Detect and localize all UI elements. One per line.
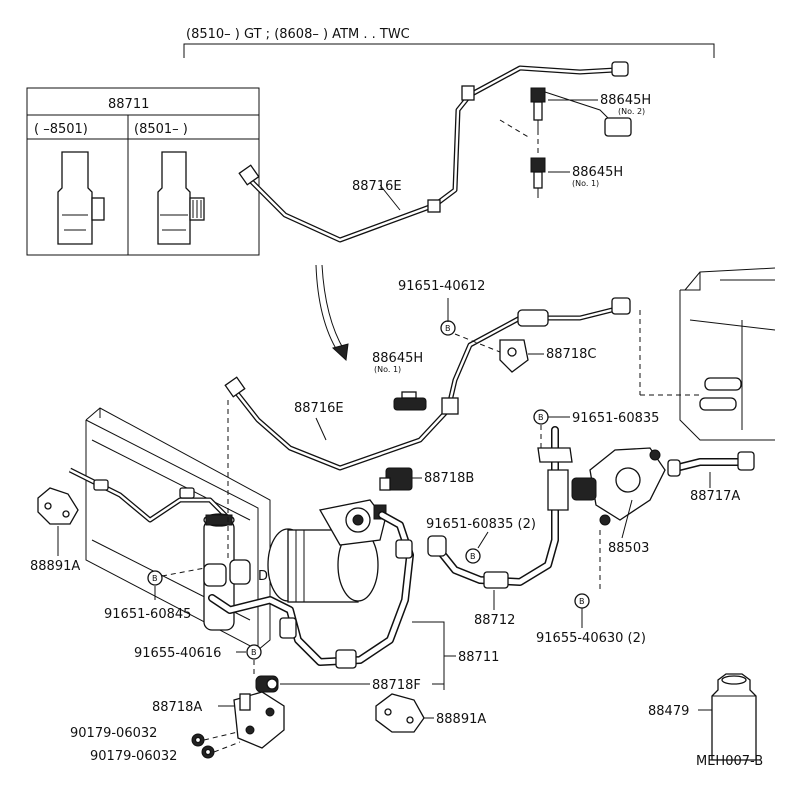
label-88891A-left: 88891A xyxy=(30,559,80,574)
inset-col1-range: ( –8501) xyxy=(34,122,88,137)
label-91655-40616: 91655-40616 xyxy=(134,646,221,661)
valve-88503 xyxy=(571,447,666,590)
bracket-88718A xyxy=(233,691,285,749)
inset-box xyxy=(26,87,260,256)
transition-arrow xyxy=(315,264,349,362)
dash-40612 xyxy=(454,333,501,353)
bracket-88711 xyxy=(412,621,445,690)
label-88716E-top: 88716E xyxy=(352,179,402,194)
header-note: (8510– ) GT ; (8608– ) ATM . . TWC xyxy=(186,27,410,42)
upper-pipe-88716E xyxy=(238,61,629,243)
inset-col2-range: (8501– ) xyxy=(134,122,188,137)
sensor-88645H-no1-low xyxy=(393,391,427,411)
label-88717A: 88717A xyxy=(690,489,740,504)
compressor xyxy=(267,499,387,603)
label-88718C: 88718C xyxy=(546,347,596,362)
bolt-b-40616 xyxy=(246,644,262,660)
bracket-88891A-low xyxy=(375,693,425,733)
leader-88716E-low xyxy=(315,417,327,441)
clamp-88718C xyxy=(499,339,529,373)
label-88712: 88712 xyxy=(474,613,515,628)
label-88645H-no1-sub: (No. 1) xyxy=(572,179,599,188)
fitting-left-b xyxy=(229,559,251,585)
clamp-88718F xyxy=(255,675,279,693)
hose-88717A xyxy=(667,451,755,477)
bolt-b-60835-mid xyxy=(465,548,481,564)
lower-pipe-88716E xyxy=(224,297,631,471)
bracket-88891A-left xyxy=(37,487,79,525)
part-88479 xyxy=(711,673,757,761)
leader-88503 xyxy=(621,499,633,539)
dash-60845 xyxy=(161,567,206,577)
bolt-b-40612-letter: B xyxy=(445,324,451,333)
label-88479: 88479 xyxy=(648,704,689,719)
label-91651-40612: 91651-40612 xyxy=(398,279,485,294)
inset-fitting-right xyxy=(157,151,205,245)
label-88645H-no2-sub: (No. 2) xyxy=(618,107,645,116)
heater-unit xyxy=(639,267,776,441)
bolt-b-60835-mid-letter: B xyxy=(470,552,476,561)
bolt-b-40630-letter: B xyxy=(579,597,585,606)
label-88503: 88503 xyxy=(608,541,649,556)
label-88645H-no1: 88645H xyxy=(572,165,623,180)
label-88718A: 88718A xyxy=(152,700,202,715)
bolt-b-60845-letter: B xyxy=(152,574,158,583)
label-88645H-low-sub: (No. 1) xyxy=(374,365,401,374)
label-88718F: 88718F xyxy=(372,678,421,693)
sensor-88645H-no1-top xyxy=(530,130,546,198)
label-90179-a: 90179-06032 xyxy=(70,726,157,741)
label-88645H-no2: 88645H xyxy=(600,93,651,108)
label-88718B: 88718B xyxy=(424,471,474,486)
dash-nut-a xyxy=(203,731,239,741)
label-90179-b: 90179-06032 xyxy=(90,749,177,764)
label-88891A-low: 88891A xyxy=(436,712,486,727)
label-91651-60835-mid: 91651-60835 (2) xyxy=(426,517,536,532)
leader-88716E-top xyxy=(379,184,401,211)
nut-90179-b xyxy=(201,745,215,759)
hose-88711 xyxy=(208,511,414,669)
inset-fitting-left xyxy=(57,151,105,245)
label-91655-40630: 91655-40630 (2) xyxy=(536,631,646,646)
bolt-b-60835-top-letter: B xyxy=(538,413,544,422)
letter-d: D xyxy=(258,569,268,584)
fitting-left-a xyxy=(203,563,227,587)
hose-88712 xyxy=(427,426,573,589)
label-91651-60845: 91651-60845 xyxy=(104,607,191,622)
bolt-b-60845 xyxy=(147,570,163,586)
figure-code: MEH007-B xyxy=(696,754,763,769)
label-88711: 88711 xyxy=(458,650,499,665)
bolt-b-40616-letter: B xyxy=(251,648,257,657)
nut-90179-a xyxy=(191,733,205,747)
inset-title: 88711 xyxy=(108,97,149,112)
label-88716E-low: 88716E xyxy=(294,401,344,416)
dash-nut-b xyxy=(213,741,241,753)
label-91651-60835-top: 91651-60835 xyxy=(572,411,659,426)
sensor-88645H-no2 xyxy=(499,87,632,139)
clamp-88718B xyxy=(379,467,413,491)
label-88645H-low: 88645H xyxy=(372,351,423,366)
header-bracket xyxy=(183,43,715,58)
leader-91651-60835-mid xyxy=(477,531,489,549)
